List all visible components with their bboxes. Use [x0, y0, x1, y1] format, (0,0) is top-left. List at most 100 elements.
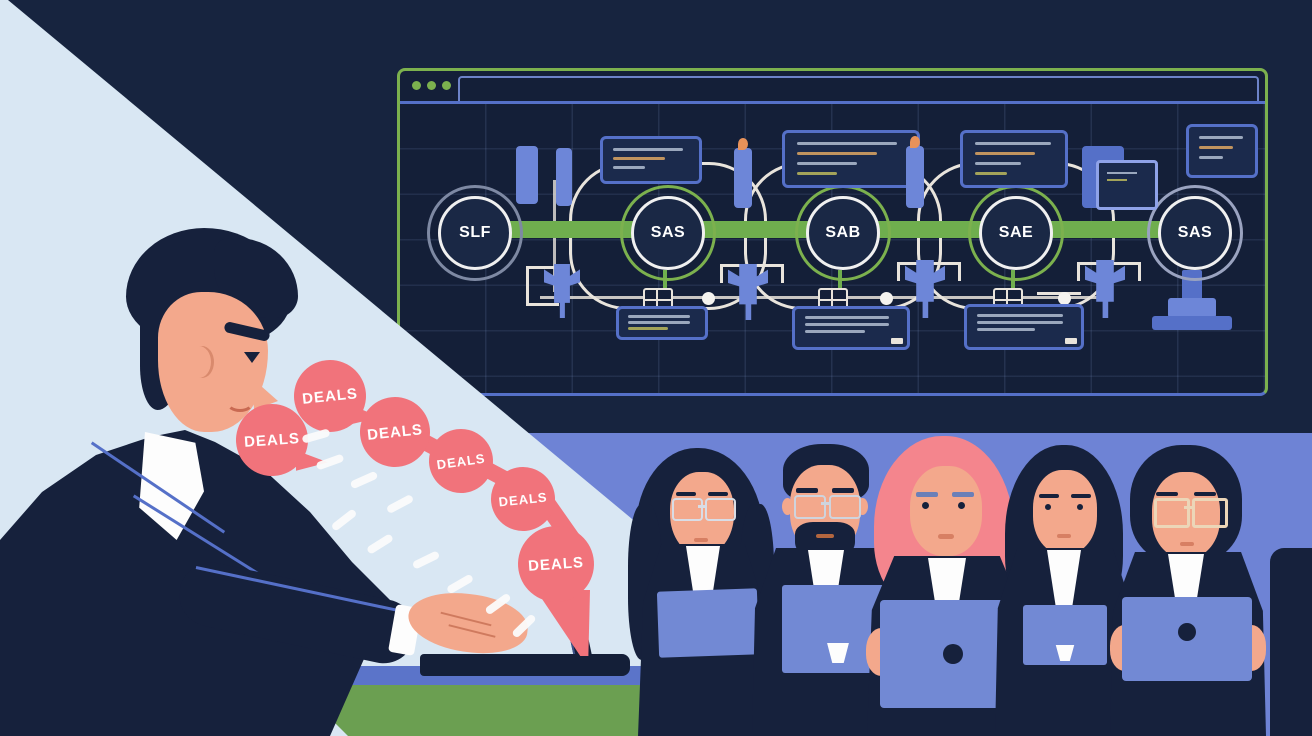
- presenter-laptop: [380, 500, 660, 700]
- presenter-figure: [0, 228, 531, 736]
- pipeline-node: SAB: [795, 185, 891, 281]
- text-line: [613, 166, 645, 169]
- node-label: SAE: [998, 224, 1034, 241]
- laptop-base: [420, 654, 630, 676]
- edge-partial-figure: [1270, 548, 1312, 736]
- eyebrow: [708, 492, 728, 496]
- window-control-dot: [442, 81, 451, 90]
- text-line: [628, 327, 668, 330]
- annotation-card: [1186, 124, 1258, 178]
- annotation-card: [616, 306, 708, 340]
- glasses-icon: [1192, 498, 1228, 528]
- mouth: [816, 534, 834, 538]
- annotation-card: [964, 304, 1084, 350]
- node-stem: [838, 270, 842, 296]
- glasses-icon: [1154, 498, 1190, 528]
- connector-dot: [1058, 292, 1071, 305]
- presenter-smile: [226, 392, 254, 412]
- annotation-card: [960, 130, 1068, 188]
- mouth: [694, 538, 708, 542]
- text-line: [805, 316, 889, 319]
- glasses-icon: [829, 495, 861, 519]
- eyebrow: [916, 492, 938, 497]
- ear: [857, 498, 868, 515]
- deal-bubble-label: DEALS: [243, 429, 301, 451]
- node-label: SLF: [459, 224, 491, 241]
- text-line: [1107, 179, 1127, 181]
- text-line: [797, 142, 897, 145]
- audience-laptop: [1122, 597, 1252, 681]
- eyebrow: [952, 492, 974, 497]
- person-figure-icon: [556, 148, 572, 206]
- node-label: SAB: [825, 224, 861, 241]
- window-title-bar: [400, 71, 1265, 104]
- window-control-dot: [412, 81, 421, 90]
- text-line: [977, 321, 1063, 324]
- audience-laptop: [1023, 605, 1107, 665]
- mouth: [1057, 534, 1071, 538]
- card-corner-tab: [891, 338, 903, 344]
- deal-bubble-label: DEALS: [366, 420, 424, 444]
- text-line: [628, 321, 690, 324]
- glasses-icon: [705, 498, 736, 521]
- eyebrow: [1039, 494, 1059, 498]
- mouth: [1180, 542, 1194, 546]
- text-line: [1199, 146, 1233, 149]
- text-line: [977, 328, 1035, 331]
- pipeline-node: SAS: [620, 185, 716, 281]
- pipeline-node: SLF: [427, 185, 523, 281]
- text-line: [797, 172, 837, 175]
- text-line: [1107, 172, 1137, 174]
- text-line: [975, 172, 1007, 175]
- node-stem: [663, 270, 667, 296]
- text-line: [975, 142, 1051, 145]
- glasses-bridge: [698, 505, 706, 508]
- node-label: SAS: [1177, 224, 1213, 241]
- text-line: [805, 330, 865, 333]
- laptop-logo: [1055, 645, 1075, 661]
- node-label: SAS: [650, 224, 686, 241]
- text-line: [613, 157, 665, 160]
- person-figure-icon: [906, 146, 924, 208]
- glasses-bridge: [1184, 506, 1192, 509]
- window-control-dot: [427, 81, 436, 90]
- audience-person-1: [628, 440, 778, 736]
- eye: [958, 502, 965, 509]
- eye: [1045, 504, 1051, 510]
- eye: [922, 502, 929, 509]
- face: [1033, 470, 1097, 554]
- address-bar-graphic: [458, 76, 1259, 101]
- eye: [1077, 504, 1083, 510]
- figure-flame-icon: [910, 136, 920, 148]
- text-line: [613, 148, 683, 151]
- annotation-card: [600, 136, 702, 184]
- person-figure-icon: [516, 146, 538, 204]
- audience-laptop: [656, 588, 760, 658]
- annotation-card: [782, 130, 920, 188]
- pipeline-node: SAS: [1147, 185, 1243, 281]
- card-corner-tab: [1065, 338, 1077, 344]
- deal-bubble-label: DEALS: [497, 488, 549, 510]
- audience-person-5: [1108, 440, 1268, 736]
- deal-bubble-label: DEALS: [527, 553, 585, 575]
- person-figure-icon: [734, 148, 752, 208]
- text-line: [1199, 156, 1223, 159]
- presenter-ear: [190, 346, 214, 378]
- mouth: [938, 534, 954, 539]
- deal-bubble-label: DEALS: [301, 384, 359, 408]
- eyebrow: [676, 492, 696, 496]
- figure-flame-icon: [738, 138, 748, 150]
- face: [910, 466, 982, 556]
- text-line: [1199, 136, 1243, 139]
- laptop-logo: [943, 644, 963, 664]
- eyebrow: [796, 488, 818, 493]
- laptop-logo: [1178, 623, 1196, 641]
- eyebrow: [1156, 492, 1178, 496]
- presenter-eye: [244, 352, 260, 363]
- glasses-icon: [672, 498, 703, 521]
- glasses-bridge: [821, 502, 830, 505]
- text-line: [977, 314, 1063, 317]
- annotation-card: [792, 306, 910, 350]
- connector-dot: [702, 292, 715, 305]
